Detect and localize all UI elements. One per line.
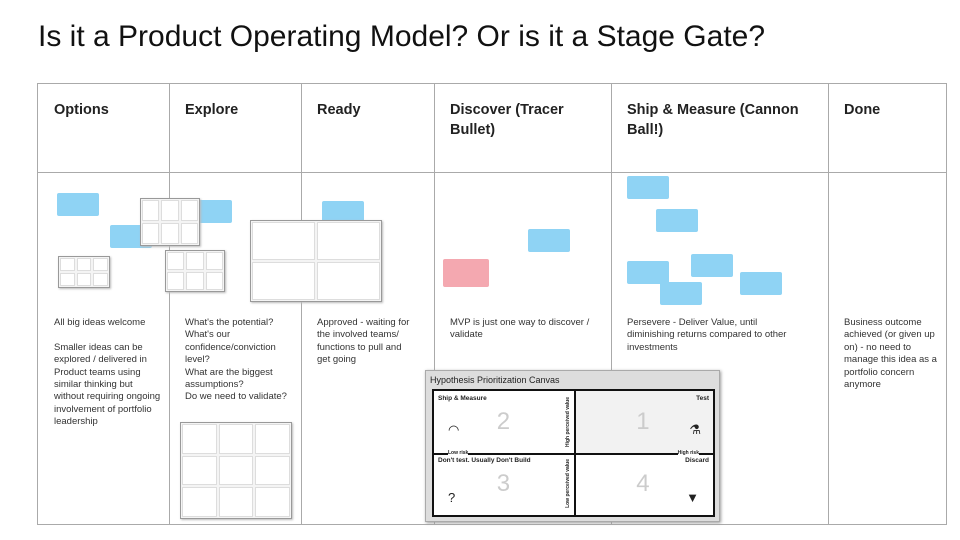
column-description: Approved - waiting for the involved team… [317,317,410,366]
column-ready: Ready Approved - waiting for the involve… [301,84,435,524]
low-value-label: Low perceived value [565,459,571,508]
quadrant-number: 3 [496,470,511,497]
canvas-thumbnail[interactable] [250,220,382,302]
hypothesis-prioritization-canvas[interactable]: Hypothesis Prioritization Canvas Ship & … [425,370,720,522]
low-risk-label: Low risk [448,450,469,456]
kanban-board: Options All big ideas welcome Smaller id… [37,83,947,525]
sticky-note[interactable] [57,193,99,216]
page-title: Is it a Product Operating Model? Or is i… [38,20,766,53]
quadrant-dont-test: Don't test. Usually Don't Build 3 [434,453,574,515]
column-header: Explore [185,102,239,118]
column-discover: Discover (Tracer Bullet) MVP is just one… [434,84,612,524]
column-header: Ship & Measure (Cannon Ball!) [627,102,799,138]
sticky-note[interactable] [740,272,782,295]
quadrant-label: Discard [685,457,709,464]
quadrant-label: Test [696,395,709,402]
trash-icon: ▼ [686,490,699,505]
sticky-note[interactable] [691,254,733,277]
sticky-note[interactable] [190,200,232,223]
sticky-note[interactable] [322,201,364,224]
high-value-label: High perceived value [565,397,571,448]
quadrant-label: Ship & Measure [438,395,487,402]
high-risk-label: High risk [677,450,699,456]
column-description: All big ideas welcome Smaller ideas can … [54,317,161,428]
quadrant-discard: Discard 4 [574,453,714,515]
quadrant-number: 2 [496,408,511,435]
quadrant-number: 1 [636,408,650,435]
value-axis [573,391,576,515]
sticky-note[interactable] [627,261,669,284]
canvas-grid: Ship & Measure 2 Test 1 Don't test. Usuall… [432,389,715,517]
canvas-thumbnail[interactable] [165,250,225,292]
quadrant-test: Test 1 [573,391,713,453]
column-header: Options [54,102,109,118]
sticky-note[interactable] [660,282,702,305]
canvas-thumbnail[interactable] [180,422,292,519]
sticky-note[interactable] [656,209,698,232]
column-options: Options All big ideas welcome Smaller id… [38,84,170,524]
canvas-thumbnail[interactable] [140,198,200,246]
quadrant-ship-measure: Ship & Measure 2 [434,391,574,453]
flask-icon: ⚗ [689,422,701,437]
column-ship-measure: Ship & Measure (Cannon Ball!) Persevere … [611,84,829,524]
column-explore: Explore What's the potential? What's our… [169,84,302,524]
column-done: Done Business outcome achieved (or given… [828,84,946,524]
column-description: Business outcome achieved (or given up o… [844,317,937,391]
column-description: MVP is just one way to discover / valida… [450,317,590,341]
sticky-note[interactable] [528,229,570,252]
sticky-note[interactable] [627,176,669,199]
confused-person-icon: ? [448,490,456,505]
header-divider [38,172,946,173]
quadrant-number: 4 [636,470,650,497]
canvas-title: Hypothesis Prioritization Canvas [430,375,560,385]
sticky-note-pink[interactable] [443,259,489,287]
speedometer-icon: ◠ [448,422,460,437]
canvas-thumbnail[interactable] [58,256,110,288]
quadrant-label: Don't test. Usually Don't Build [438,457,531,464]
column-header: Done [844,102,881,118]
column-description: What's the potential? What's our confide… [185,317,287,403]
column-description: Persevere - Deliver Value, until diminis… [627,317,787,353]
column-header: Ready [317,102,361,118]
column-header: Discover (Tracer Bullet) [450,102,564,138]
